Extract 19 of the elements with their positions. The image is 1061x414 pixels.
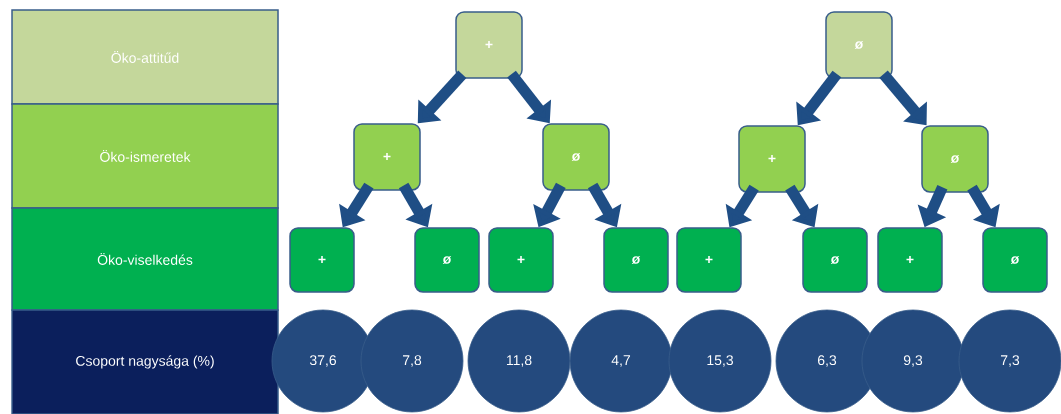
value-box: + xyxy=(877,227,943,293)
value-box: + xyxy=(738,125,806,193)
value-box: ø xyxy=(982,227,1048,293)
value-box: ø xyxy=(825,11,893,79)
value-box: ø xyxy=(802,227,868,293)
row-label-box: Öko-viselkedés xyxy=(11,207,279,311)
value-box: + xyxy=(676,227,742,293)
row-label-box: Öko-attitűd xyxy=(11,9,279,105)
value-box: ø xyxy=(603,227,669,293)
node-label: 6,3 xyxy=(817,355,837,367)
value-box: ø xyxy=(414,227,480,293)
row-label-box: Csoport nagysága (%) xyxy=(11,309,279,414)
value-box: + xyxy=(353,123,421,191)
value-box: ø xyxy=(542,123,610,191)
value-box: ø xyxy=(921,125,989,193)
value-box: + xyxy=(455,11,523,79)
row-label-box: Öko-ismeretek xyxy=(11,103,279,209)
value-box: + xyxy=(289,227,355,293)
value-box: + xyxy=(488,227,554,293)
